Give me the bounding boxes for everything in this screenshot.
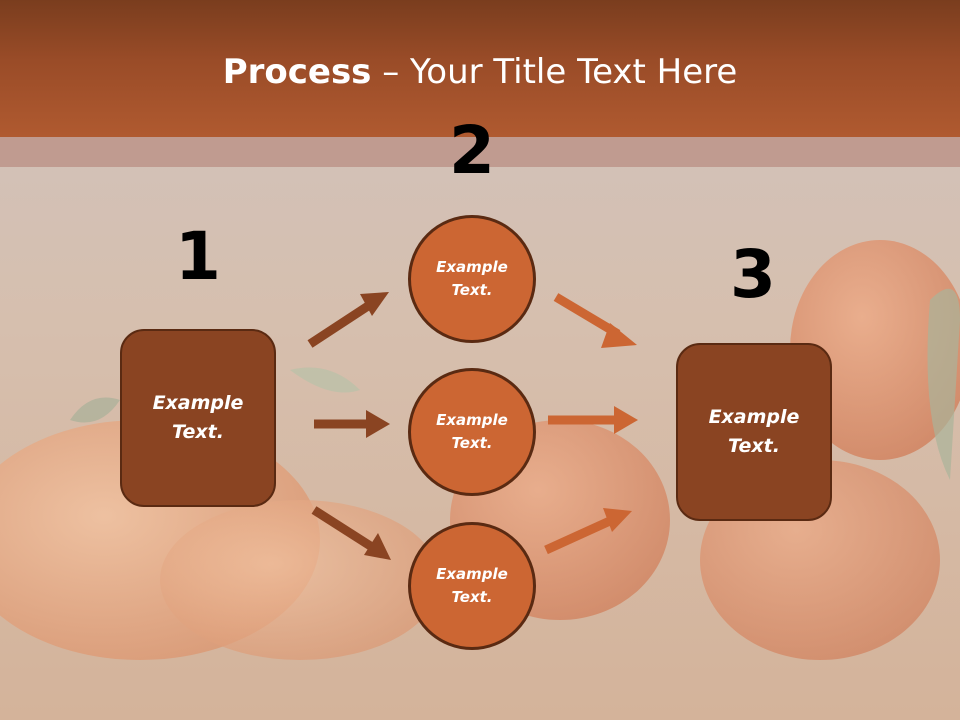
arrow-top-to-right: [553, 293, 637, 348]
step-number-3: 3: [730, 236, 776, 313]
header-bar: [0, 0, 960, 137]
slide-title: Process – Your Title Text Here: [0, 52, 960, 92]
title-bold: Process: [222, 52, 372, 92]
header-band: [0, 137, 960, 167]
circle-bot-line2: Text.: [451, 588, 493, 606]
right-box-line1: Example: [708, 406, 800, 428]
title-rest: – Your Title Text Here: [371, 52, 738, 92]
circle-mid-line1: Example: [436, 411, 508, 429]
arrow-mid-to-right: [548, 406, 638, 434]
step-number-1: 1: [175, 218, 221, 295]
arrow-bottom-to-right: [544, 508, 632, 555]
circle-top-line2: Text.: [451, 281, 493, 299]
step-number-2: 2: [449, 112, 495, 189]
arrow-left-to-bottom: [311, 506, 391, 560]
arrow-left-to-top: [307, 292, 389, 348]
circle-mid-line2: Text.: [451, 434, 493, 452]
left-box-line1: Example: [152, 392, 244, 414]
circle-top-line1: Example: [436, 258, 508, 276]
left-box-line2: Text.: [172, 421, 224, 443]
right-box-line2: Text.: [728, 435, 780, 457]
circle-bot-line1: Example: [436, 565, 508, 583]
arrow-left-to-mid: [314, 410, 390, 438]
